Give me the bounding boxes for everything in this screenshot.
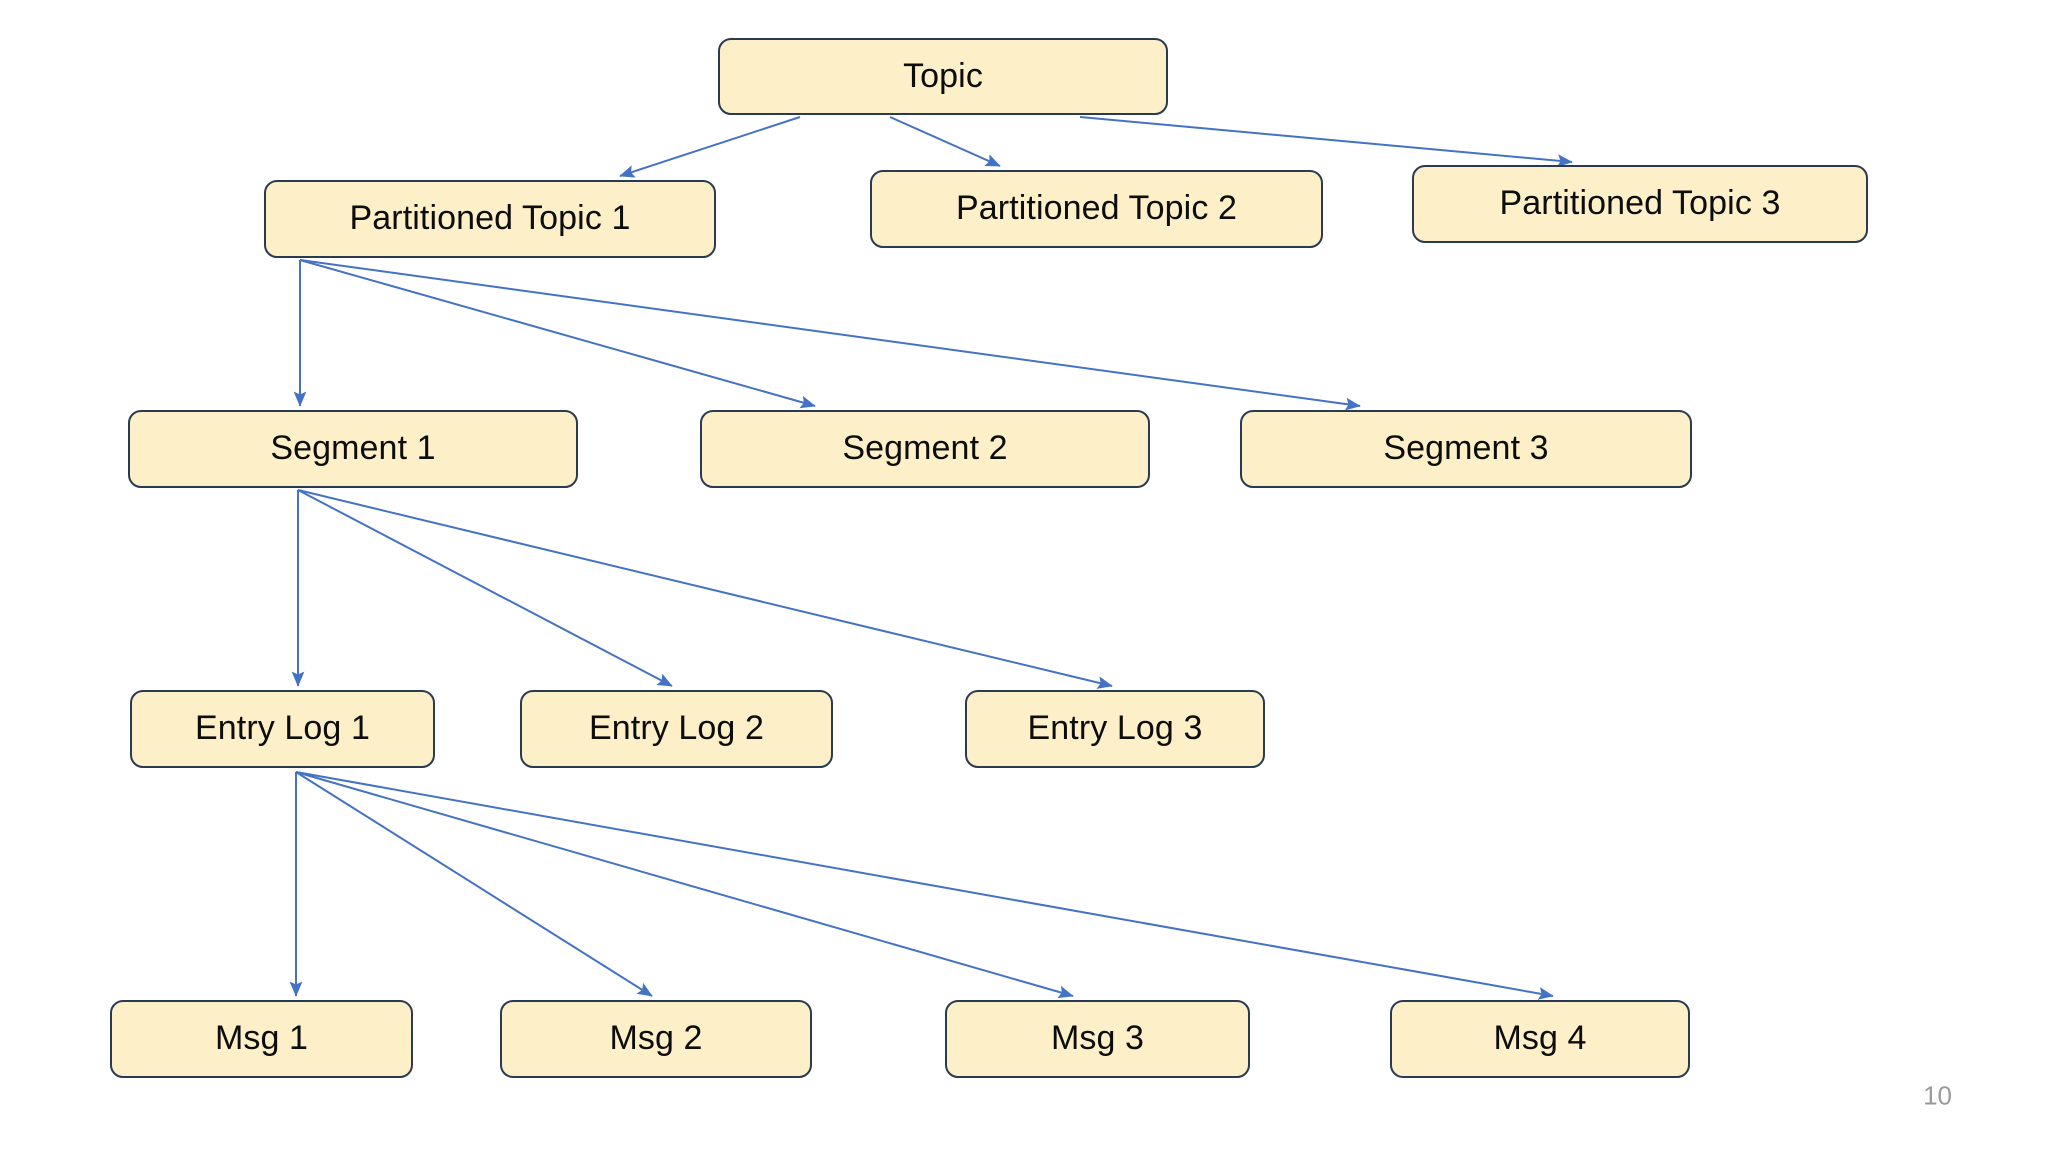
page-number: 10 bbox=[1923, 1080, 1952, 1111]
edge-topic-to-partitioned-topic-2 bbox=[889, 116, 1001, 167]
edge-segment-1-to-entry-log-3 bbox=[297, 489, 1113, 689]
node-partitioned-topic-2[interactable]: Partitioned Topic 2 bbox=[870, 170, 1323, 248]
node-label: Partitioned Topic 2 bbox=[955, 189, 1237, 228]
node-label: Segment 1 bbox=[270, 429, 436, 468]
node-segment-1[interactable]: Segment 1 bbox=[128, 410, 578, 488]
node-msg-1[interactable]: Msg 1 bbox=[110, 1000, 413, 1078]
node-msg-3[interactable]: Msg 3 bbox=[945, 1000, 1250, 1078]
edge-topic-to-partitioned-topic-1 bbox=[619, 116, 801, 178]
node-label: Msg 2 bbox=[609, 1019, 703, 1058]
node-partitioned-topic-3[interactable]: Partitioned Topic 3 bbox=[1412, 165, 1868, 243]
node-entry-log-2[interactable]: Entry Log 2 bbox=[520, 690, 833, 768]
node-segment-2[interactable]: Segment 2 bbox=[700, 410, 1150, 488]
node-label: Segment 3 bbox=[1383, 429, 1549, 468]
node-label: Partitioned Topic 1 bbox=[349, 199, 631, 238]
node-label: Msg 3 bbox=[1050, 1019, 1145, 1058]
node-segment-3[interactable]: Segment 3 bbox=[1240, 410, 1692, 488]
node-msg-2[interactable]: Msg 2 bbox=[500, 1000, 812, 1078]
edge-partitioned-topic-1-to-segment-2 bbox=[299, 259, 816, 409]
edge-entry-log-1-to-msg-4 bbox=[295, 771, 1554, 1000]
node-label: Topic bbox=[903, 56, 983, 95]
node-label: Entry Log 3 bbox=[1027, 709, 1203, 748]
node-label: Entry Log 2 bbox=[589, 709, 764, 748]
node-partitioned-topic-1[interactable]: Partitioned Topic 1 bbox=[264, 180, 716, 258]
node-entry-log-3[interactable]: Entry Log 3 bbox=[965, 690, 1265, 768]
node-label: Msg 4 bbox=[1493, 1019, 1587, 1058]
node-label: Partitioned Topic 3 bbox=[1499, 184, 1781, 223]
node-label: Segment 2 bbox=[842, 429, 1008, 468]
edge-partitioned-topic-1-to-segment-3 bbox=[299, 259, 1361, 411]
edge-topic-to-partitioned-topic-3 bbox=[1079, 116, 1573, 168]
node-label: Msg 1 bbox=[214, 1019, 309, 1058]
node-topic[interactable]: Topic bbox=[718, 38, 1168, 115]
edge-segment-1-to-entry-log-2 bbox=[297, 489, 673, 687]
edge-entry-log-1-to-msg-3 bbox=[295, 771, 1074, 999]
edge-entry-log-1-to-msg-2 bbox=[295, 771, 653, 997]
node-entry-log-1[interactable]: Entry Log 1 bbox=[130, 690, 435, 768]
node-msg-4[interactable]: Msg 4 bbox=[1390, 1000, 1690, 1078]
node-label: Entry Log 1 bbox=[195, 709, 370, 748]
